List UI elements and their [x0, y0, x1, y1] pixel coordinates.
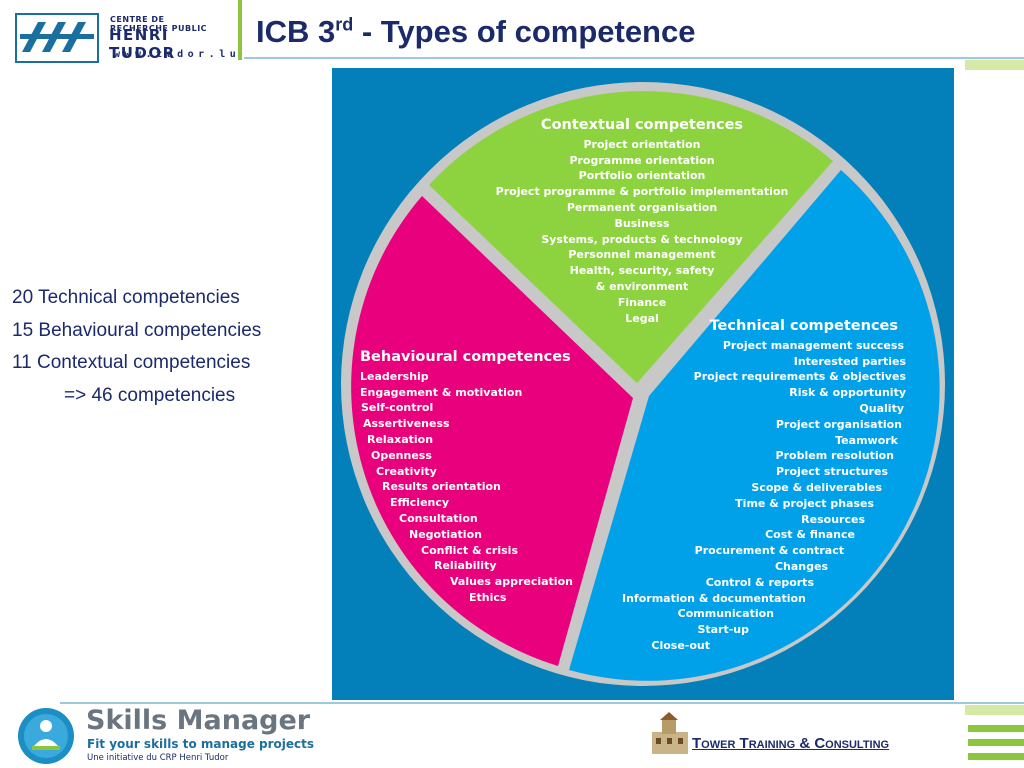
technical-item: Project requirements & objectives	[693, 370, 906, 384]
technical-item: Project management success	[722, 338, 904, 352]
technical-item: Resources	[801, 512, 865, 526]
header-accent-bar	[238, 0, 242, 60]
technical-item: Interested parties	[793, 354, 906, 368]
competence-eye-diagram: Contextual competences Project orientati…	[332, 68, 954, 700]
technical-item: Scope & deliverables	[751, 480, 882, 494]
summary-total: => 46 competencies	[64, 384, 236, 406]
header-divider	[244, 57, 1024, 59]
footer-divider-accent	[965, 705, 1024, 715]
skills-manager-icon	[18, 708, 74, 764]
behavioural-item: Relaxation	[367, 432, 434, 446]
behavioural-item: Reliability	[434, 559, 497, 573]
behavioural-item: Values appreciation	[450, 575, 573, 589]
contextual-item: Project orientation	[583, 137, 701, 151]
contextual-item: Legal	[625, 311, 659, 325]
header-divider-accent	[965, 60, 1024, 70]
skills-manager-note: Une initiative du CRP Henri Tudor	[87, 753, 229, 763]
technical-item: Start-up	[697, 623, 749, 637]
logo-line2: HENRI TUDOR	[109, 26, 176, 62]
behavioural-item: Efficiency	[390, 496, 450, 510]
technical-item: Information & documentation	[622, 591, 806, 605]
contextual-item: Portfolio orientation	[578, 169, 706, 183]
contextual-item: Permanent organisation	[566, 200, 718, 214]
skills-manager-subtitle: Fit your skills to manage projects	[87, 737, 315, 751]
skills-manager-title: Skills Manager	[86, 705, 311, 736]
tudor-logo-icon	[15, 13, 99, 63]
technical-item: Cost & finance	[765, 528, 855, 542]
contextual-competences: Contextual competences Project orientati…	[482, 117, 802, 326]
contextual-item: Health, security, safety	[569, 264, 715, 278]
behavioural-item: Ethics	[469, 590, 507, 604]
behavioural-item: Self-control	[361, 401, 434, 415]
contextual-item: Finance	[617, 295, 667, 309]
technical-item: Quality	[859, 401, 904, 415]
contextual-title: Contextual competences	[540, 117, 744, 133]
technical-item: Teamwork	[835, 433, 898, 447]
technical-item: Changes	[774, 559, 828, 573]
summary-line-contextual: 11 Contextual competencies	[12, 352, 251, 373]
contextual-item: Personnel management	[568, 248, 716, 262]
contextual-item: Programme orientation	[569, 153, 715, 167]
technical-competences: Technical competences Project management…	[622, 318, 928, 654]
tower-training-link[interactable]: Tower Training & Consulting	[692, 735, 890, 752]
tower-icon	[652, 712, 688, 754]
technical-item: Procurement & contract	[694, 544, 844, 558]
technical-item: Close-out	[651, 638, 710, 652]
behavioural-competences: Behavioural competences Leadership Engag…	[360, 349, 573, 606]
technical-item: Control & reports	[705, 575, 814, 589]
behavioural-item: Leadership	[360, 369, 429, 383]
footer-divider	[60, 702, 1024, 704]
contextual-item: Business	[614, 216, 670, 230]
contextual-item: Project programme & portfolio implementa…	[495, 185, 789, 199]
technical-item: Problem resolution	[775, 449, 894, 463]
contextual-item: Systems, products & technology	[541, 232, 743, 246]
technical-item: Time & project phases	[735, 496, 874, 510]
technical-item: Communication	[677, 607, 774, 621]
footer-green-bars	[968, 725, 1024, 767]
summary-line-technical: 20 Technical competencies	[12, 287, 240, 308]
behavioural-item: Openness	[371, 448, 432, 462]
behavioural-item: Conflict & crisis	[421, 543, 518, 557]
competence-circle	[341, 82, 945, 686]
behavioural-item: Negotiation	[409, 527, 482, 541]
behavioural-item: Results orientation	[382, 480, 501, 494]
behavioural-item: Engagement & motivation	[360, 385, 523, 399]
logo-url: www.tudor.lu	[114, 49, 241, 60]
behavioural-item: Assertiveness	[363, 417, 450, 431]
competency-summary: 20 Technical competencies 15 Behavioural…	[12, 282, 261, 412]
technical-item: Project structures	[776, 465, 888, 479]
behavioural-item: Consultation	[399, 511, 478, 525]
behavioural-title: Behavioural competences	[360, 349, 571, 365]
behavioural-item: Creativity	[376, 464, 437, 478]
technical-title: Technical competences	[709, 318, 898, 334]
technical-item: Project organisation	[775, 417, 902, 431]
page-title: ICB 3rd - Types of competence	[256, 14, 696, 49]
technical-item: Risk & opportunity	[789, 386, 906, 400]
contextual-item: & environment	[595, 279, 689, 293]
logo-line1: CENTRE DE RECHERCHE PUBLIC	[110, 15, 208, 33]
summary-line-behavioural: 15 Behavioural competencies	[12, 319, 262, 341]
henri-tudor-logo: CENTRE DE RECHERCHE PUBLIC HENRI TUDOR w…	[14, 12, 236, 72]
